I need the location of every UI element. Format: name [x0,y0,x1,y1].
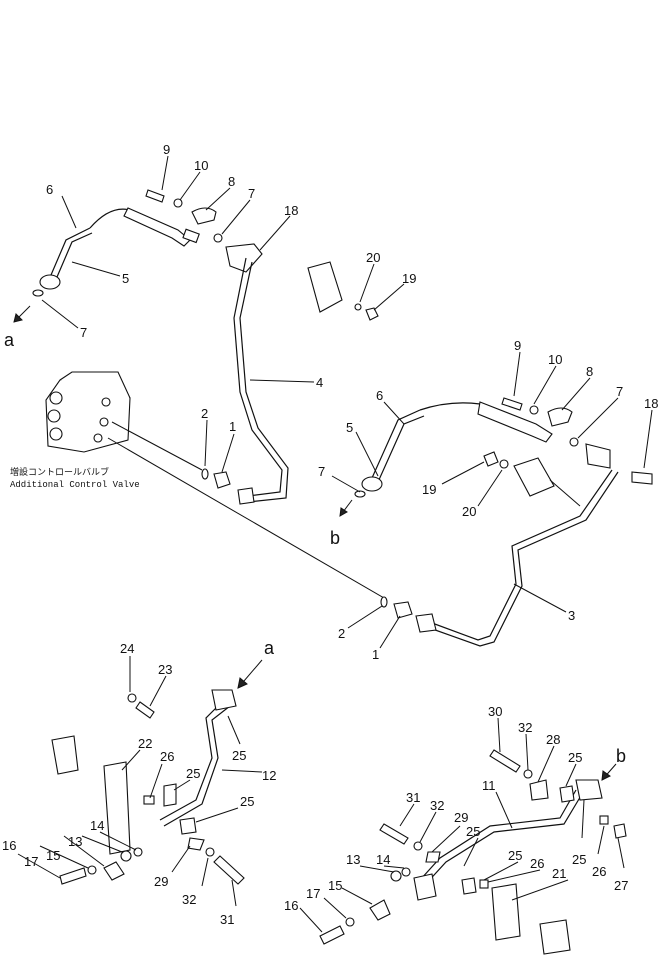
part-label-3: 3 [568,608,575,623]
part-label-8: 8 [586,364,593,379]
part-label-17: 17 [306,886,320,901]
part-label-5: 5 [346,420,353,435]
part-label-10: 10 [548,352,562,367]
part-label-18: 18 [284,203,298,218]
part-label-2: 2 [201,406,208,421]
part-label-6: 6 [46,182,53,197]
part-label-29: 29 [154,874,168,889]
part-label-30: 30 [488,704,502,719]
part-label-8: 8 [228,174,235,189]
part-label-18: 18 [644,396,658,411]
view-letter-b-top: b [330,528,340,548]
part-label-7: 7 [616,384,623,399]
part-label-24: 24 [120,641,134,656]
part-label-6: 6 [376,388,383,403]
part-label-26: 26 [592,864,606,879]
part-label-7: 7 [248,186,255,201]
part-label-28: 28 [546,732,560,747]
part-label-2: 2 [338,626,345,641]
bottom-right-assembly [319,749,627,955]
part-label-11: 11 [482,778,496,793]
part-label-25: 25 [186,766,200,781]
part-label-21: 21 [552,866,566,881]
top-right-hose-assembly [354,397,653,507]
part-label-27: 27 [614,878,628,893]
part-label-7: 7 [80,325,87,340]
part-label-23: 23 [158,662,172,677]
part-label-1: 1 [229,419,236,434]
additional-control-valve [45,371,131,453]
part-label-25: 25 [240,794,254,809]
part-label-25: 25 [466,824,480,839]
part-label-9: 9 [514,338,521,353]
part-label-12: 12 [262,768,276,783]
part-label-17: 17 [24,854,38,869]
leader-lines [17,155,653,933]
bottom-left-assembly [51,689,245,885]
part-label-20: 20 [366,250,380,265]
valve-label-jp: 増設コントロールバルブ [10,466,109,478]
part-label-29: 29 [454,810,468,825]
part-label-13: 13 [346,852,360,867]
valve-label-en: Additional Control Valve [10,480,140,490]
view-letter-a-bottom: a [264,638,275,658]
part-label-7: 7 [318,464,325,479]
part-label-16: 16 [284,898,298,913]
part-label-5: 5 [122,271,129,286]
part-label-4: 4 [316,375,323,390]
part-label-32: 32 [430,798,444,813]
part-label-19: 19 [402,271,416,286]
pipe-3 [423,469,613,641]
part-label-32: 32 [518,720,532,735]
part-label-16: 16 [2,838,16,853]
part-label-26: 26 [160,749,174,764]
part-label-14: 14 [376,852,390,867]
part-label-25: 25 [572,852,586,867]
part-label-14: 14 [90,818,104,833]
top-left-hose-assembly [32,189,379,321]
view-letter-a-top: a [4,330,15,350]
part-label-25: 25 [508,848,522,863]
pipe-4 [233,257,283,497]
part-label-9: 9 [163,142,170,157]
part-label-20: 20 [462,504,476,519]
part-label-26: 26 [530,856,544,871]
part-number-labels: 9 10 8 7 18 6 5 7 20 19 4 2 1 9 10 8 7 1… [2,142,658,927]
part-label-10: 10 [194,158,208,173]
part-label-15: 15 [328,878,342,893]
view-letter-b-bottom: b [616,746,626,766]
part-label-22: 22 [138,736,152,751]
part-label-15: 15 [46,848,60,863]
view-arrows [13,305,617,781]
part-label-31: 31 [220,912,234,927]
part-label-25: 25 [568,750,582,765]
part-label-32: 32 [182,892,196,907]
part-label-25: 25 [232,748,246,763]
part-label-1: 1 [372,647,379,662]
part-label-19: 19 [422,482,436,497]
part-label-31: 31 [406,790,420,805]
part-label-13: 13 [68,834,82,849]
